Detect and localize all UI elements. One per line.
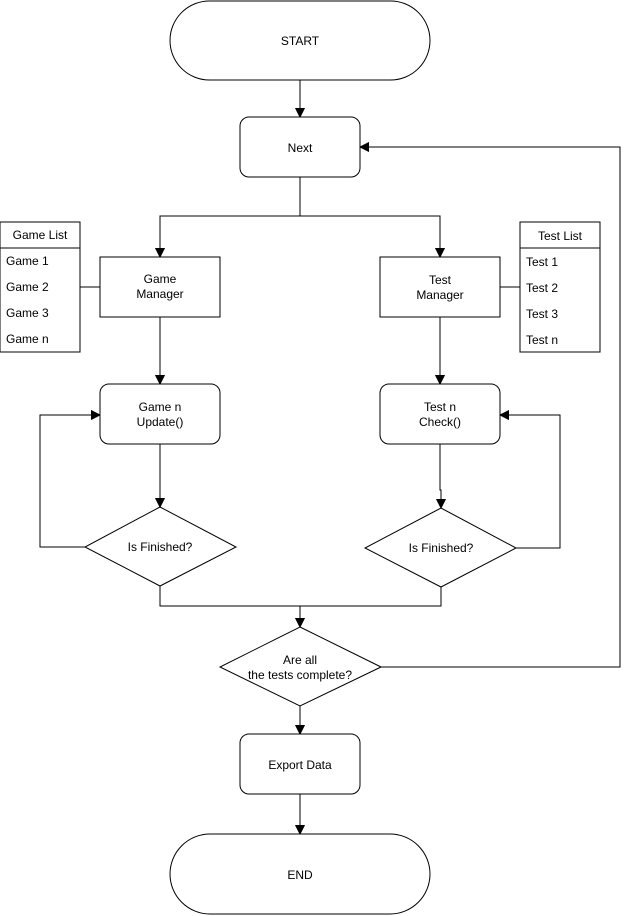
all-complete-label-line2: the tests complete? <box>248 668 352 682</box>
test-list-item: Test n <box>526 333 558 347</box>
test-list-item: Test 1 <box>526 255 558 269</box>
all-complete-label-line1: Are all <box>283 653 317 667</box>
test-manager-label-line1: Test <box>429 273 452 287</box>
all-complete-decision: Are all the tests complete? <box>218 626 383 707</box>
export-data-process: Export Data <box>239 733 361 795</box>
game-list-item: Game 2 <box>6 280 49 294</box>
edge-next-to-game-manager <box>160 177 301 257</box>
edge-game-finished-to-complete <box>159 586 300 627</box>
game-manager-label-line2: Manager <box>136 287 183 301</box>
test-manager-label-line2: Manager <box>416 288 463 302</box>
edge-complete-loop-to-next <box>360 147 621 668</box>
game-list-item: Game n <box>6 332 49 346</box>
game-update-process: Game n Update() <box>99 383 221 445</box>
connectors <box>39 80 621 834</box>
edge-test-loop-back <box>500 415 561 549</box>
test-finished-label: Is Finished? <box>409 541 474 555</box>
game-manager-label-line1: Game <box>144 272 177 286</box>
test-finished-decision: Is Finished? <box>363 507 518 588</box>
next-process: Next <box>239 116 361 178</box>
test-check-label-line1: Test n <box>424 400 456 414</box>
test-check-label-line2: Check() <box>419 415 461 429</box>
test-list-title: Test List <box>538 229 583 243</box>
game-list-item: Game 3 <box>6 306 49 320</box>
test-manager-process: Test Manager <box>379 256 501 318</box>
edge-game-loop-back <box>39 415 100 548</box>
game-finished-decision: Is Finished? <box>83 506 238 587</box>
game-manager-process: Game Manager <box>99 256 221 318</box>
edge-next-to-test-manager <box>300 215 440 257</box>
start-label: START <box>281 34 320 48</box>
game-update-label-line1: Game n <box>139 400 182 414</box>
game-finished-label: Is Finished? <box>128 540 193 554</box>
game-list-title: Game List <box>13 228 68 242</box>
next-label: Next <box>288 141 313 155</box>
edge-check-to-finished <box>440 444 441 508</box>
test-list-item: Test 3 <box>526 307 558 321</box>
start-terminal: START <box>169 0 431 81</box>
game-list-item: Game 1 <box>6 254 49 268</box>
test-list-item: Test 2 <box>526 281 558 295</box>
end-label: END <box>287 868 313 882</box>
game-list-table: Game List Game 1 Game 2 Game 3 Game n <box>0 221 81 353</box>
game-update-label-line2: Update() <box>137 415 184 429</box>
end-terminal: END <box>169 833 431 915</box>
test-list-table: Test List Test 1 Test 2 Test 3 Test n <box>519 221 601 353</box>
edge-test-finished-to-complete <box>300 587 442 607</box>
test-check-process: Test n Check() <box>379 383 501 445</box>
export-data-label: Export Data <box>268 758 332 772</box>
